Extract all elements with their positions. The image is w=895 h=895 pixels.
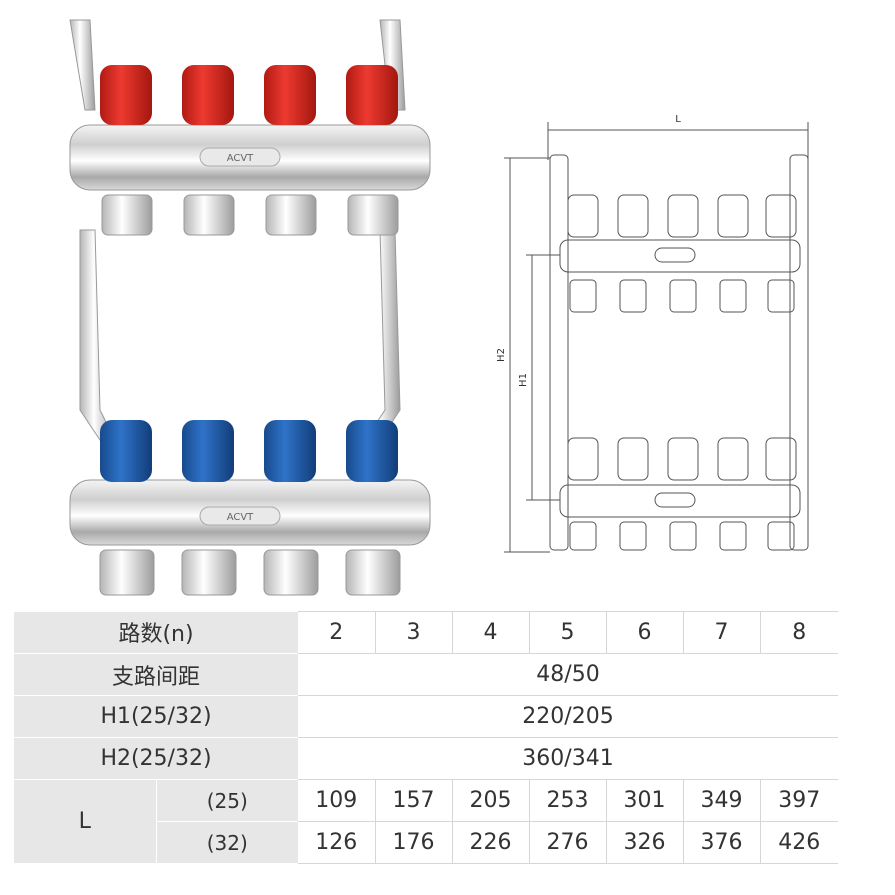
- l-32-value: 326: [605, 821, 683, 864]
- return-fittings: [99, 549, 401, 596]
- row-h2: H2(25/32) 360/341: [14, 737, 838, 780]
- dim-label-h1: H1: [518, 373, 529, 387]
- row-l-32: (32) 126 176 226 276 326 376 426: [14, 821, 838, 864]
- technical-drawing: L H2 H1: [496, 114, 809, 553]
- supply-fittings: [101, 194, 399, 236]
- header-l: L: [14, 779, 156, 864]
- header-h2: H2(25/32): [14, 737, 298, 780]
- supply-valve-caps: [100, 65, 398, 125]
- header-l-25: (25): [155, 779, 298, 822]
- port-count: 8: [759, 611, 838, 654]
- l-25-value: 301: [605, 779, 683, 822]
- l-25-value: 205: [451, 779, 529, 822]
- port-count: 4: [451, 611, 529, 654]
- l-25-value: 109: [298, 779, 375, 822]
- dim-label-l: L: [675, 114, 681, 125]
- drawing-lower-outlets: [567, 437, 797, 551]
- header-l-32: (32): [155, 821, 298, 864]
- brand-label-lower: ACVT: [227, 512, 254, 523]
- row-spacing: 支路间距 48/50: [14, 653, 838, 696]
- l-25-value: 157: [374, 779, 452, 822]
- brand-plate-lower: ACVT: [199, 506, 281, 526]
- brand-label-upper: ACVT: [227, 153, 254, 164]
- row-ports: 路数(n) 2 3 4 5 6 7 8: [14, 611, 838, 654]
- port-count: 3: [374, 611, 452, 654]
- l-32-value: 176: [374, 821, 452, 864]
- l-25-value: 349: [682, 779, 760, 822]
- l-25-value: 397: [759, 779, 838, 822]
- l-32-value: 276: [528, 821, 606, 864]
- row-l-25: L (25) 109 157 205 253 301 349 397: [14, 779, 838, 864]
- l-32-value: 426: [759, 821, 838, 864]
- dim-label-h2: H2: [496, 348, 507, 362]
- header-ports: 路数(n): [14, 611, 298, 654]
- l-25-value: 253: [528, 779, 606, 822]
- l-32-value: 126: [298, 821, 375, 864]
- port-count: 6: [605, 611, 683, 654]
- drawing-upper-outlets: [567, 194, 797, 313]
- manifold-photo: ACVT ACVT: [69, 19, 431, 596]
- port-count: 5: [528, 611, 606, 654]
- spec-table: 路数(n) 2 3 4 5 6 7 8 支路间距 48/50 H1(25/32)…: [14, 611, 838, 864]
- port-count: 2: [298, 611, 375, 654]
- spacing-value: 48/50: [298, 653, 838, 696]
- header-h1: H1(25/32): [14, 695, 298, 738]
- h2-value: 360/341: [298, 737, 838, 780]
- port-count: 7: [682, 611, 760, 654]
- l-32-value: 226: [451, 821, 529, 864]
- l-32-value: 376: [682, 821, 760, 864]
- header-spacing: 支路间距: [14, 653, 298, 696]
- mounting-bracket-left: [69, 19, 116, 441]
- row-h1: H1(25/32) 220/205: [14, 695, 838, 738]
- h1-value: 220/205: [298, 695, 838, 738]
- brand-plate-upper: ACVT: [199, 147, 281, 167]
- return-valve-caps: [100, 420, 398, 482]
